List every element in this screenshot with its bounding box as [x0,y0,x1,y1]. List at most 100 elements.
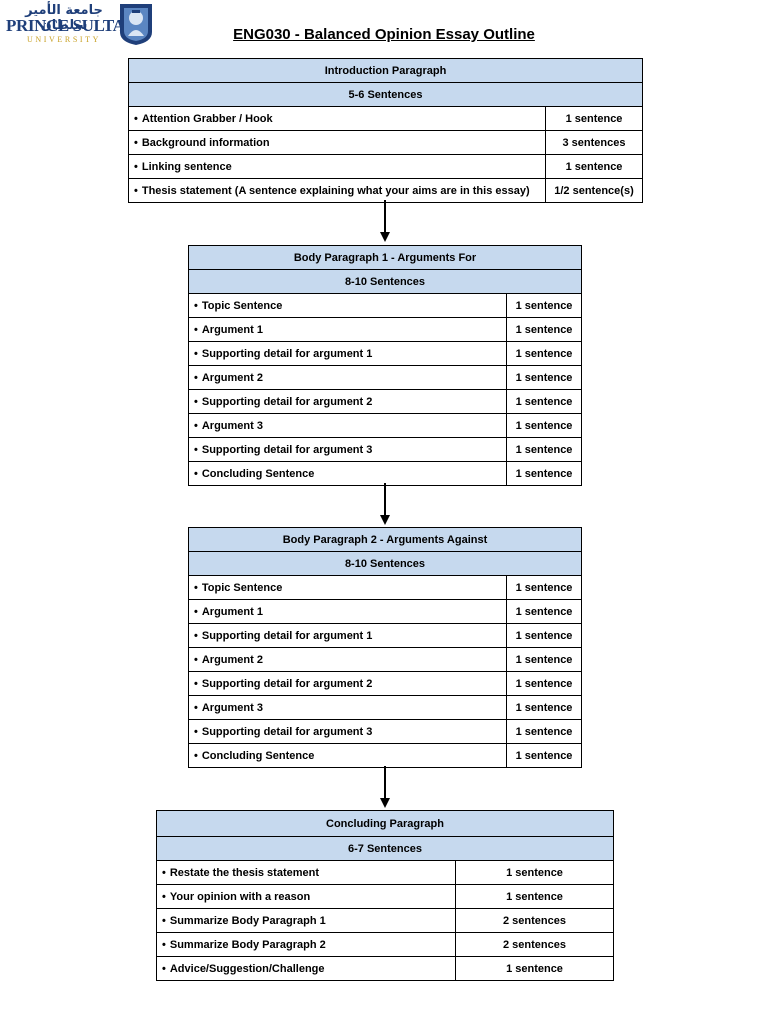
bullet-icon: • [194,725,198,738]
bullet-icon: • [194,581,198,594]
outline-row: •Supporting detail for argument 1 1 sent… [189,342,581,366]
sentence-count: 1 sentence [515,443,573,456]
section-body-paragraph-2: Body Paragraph 2 - Arguments Against 8-1… [188,527,582,768]
bullet-icon: • [194,299,198,312]
sentence-count: 1 sentence [515,371,573,384]
section-body-paragraph-1: Body Paragraph 1 - Arguments For 8-10 Se… [188,245,582,486]
bullet-icon: • [194,701,198,714]
outline-item: Summarize Body Paragraph 2 [169,938,326,951]
sentence-count: 3 sentences [562,136,626,149]
sentence-count: 1 sentence [515,419,573,432]
outline-row: •Argument 1 1 sentence [189,600,581,624]
outline-row: •Supporting detail for argument 3 1 sent… [189,720,581,744]
outline-row: •Topic Sentence 1 sentence [189,294,581,318]
bullet-icon: • [162,938,166,951]
arrow-down-icon [380,766,390,808]
section-sentence-range: 6-7 Sentences [157,837,613,861]
section-heading: Concluding Paragraph [157,811,613,837]
sentence-count: 2 sentences [503,938,566,951]
sentence-count: 1 sentence [515,299,573,312]
section-heading: Introduction Paragraph [129,59,642,83]
outline-row: •Topic Sentence 1 sentence [189,576,581,600]
outline-row: •Concluding Sentence 1 sentence [189,744,581,767]
outline-item: Argument 3 [201,701,263,714]
arrow-down-icon [380,483,390,525]
outline-item: Your opinion with a reason [169,890,311,903]
sentence-count: 1 sentence [515,467,573,480]
outline-item: Advice/Suggestion/Challenge [169,962,325,975]
section-heading: Body Paragraph 2 - Arguments Against [189,528,581,552]
outline-row: •Supporting detail for argument 2 1 sent… [189,390,581,414]
outline-row: •Supporting detail for argument 3 1 sent… [189,438,581,462]
outline-item: Summarize Body Paragraph 1 [169,914,326,927]
outline-item: Argument 1 [201,605,263,618]
section-sentence-range: 8-10 Sentences [189,552,581,576]
sentence-count: 1 sentence [515,749,573,762]
section-heading: Body Paragraph 1 - Arguments For [189,246,581,270]
bullet-icon: • [194,605,198,618]
outline-item: Argument 2 [201,653,263,666]
outline-row: •Linking sentence 1 sentence [129,155,642,179]
outline-row: •Summarize Body Paragraph 2 2 sentences [157,933,613,957]
outline-item: Argument 3 [201,419,263,432]
bullet-icon: • [194,371,198,384]
sentence-count: 1 sentence [515,581,573,594]
outline-row: •Argument 2 1 sentence [189,648,581,672]
logo-arabic-name: جامعة الأمير سلطان [25,3,103,33]
bullet-icon: • [194,677,198,690]
outline-item: Linking sentence [141,160,232,173]
sentence-count: 1 sentence [565,160,623,173]
outline-row: •Argument 2 1 sentence [189,366,581,390]
university-logo: جامعة الأمير سلطان PRINCE SULTAN UNIVERS… [4,2,154,48]
section-concluding: Concluding Paragraph 6-7 Sentences •Rest… [156,810,614,981]
bullet-icon: • [134,184,138,197]
sentence-count: 1 sentence [515,725,573,738]
outline-row: •Concluding Sentence 1 sentence [189,462,581,485]
bullet-icon: • [134,112,138,125]
outline-row: •Attention Grabber / Hook 1 sentence [129,107,642,131]
bullet-icon: • [194,749,198,762]
emblem-icon [120,4,152,45]
outline-row: •Advice/Suggestion/Challenge 1 sentence [157,957,613,980]
sentence-count: 1 sentence [515,701,573,714]
outline-item: Supporting detail for argument 3 [201,725,373,738]
outline-row: •Argument 3 1 sentence [189,696,581,720]
outline-item: Concluding Sentence [201,749,315,762]
sentence-count: 1 sentence [515,395,573,408]
outline-row: •Background information 3 sentences [129,131,642,155]
bullet-icon: • [194,419,198,432]
bullet-icon: • [194,323,198,336]
page-title: ENG030 - Balanced Opinion Essay Outline [233,26,535,43]
bullet-icon: • [194,653,198,666]
arrow-down-icon [380,200,390,242]
sentence-count: 1 sentence [515,653,573,666]
sentence-count: 1 sentence [506,890,563,903]
section-sentence-range: 5-6 Sentences [129,83,642,107]
sentence-count: 1/2 sentence(s) [554,184,634,197]
outline-row: •Argument 1 1 sentence [189,318,581,342]
outline-item: Supporting detail for argument 3 [201,443,373,456]
section-introduction: Introduction Paragraph 5-6 Sentences •At… [128,58,643,203]
bullet-icon: • [162,914,166,927]
bullet-icon: • [162,962,166,975]
outline-item: Topic Sentence [201,299,283,312]
outline-item: Argument 1 [201,323,263,336]
logo-university-word: UNIVERSITY [27,35,101,44]
outline-row: •Thesis statement (A sentence explaining… [129,179,642,202]
outline-item: Supporting detail for argument 2 [201,395,373,408]
outline-item: Topic Sentence [201,581,283,594]
outline-row: •Summarize Body Paragraph 1 2 sentences [157,909,613,933]
bullet-icon: • [162,890,166,903]
outline-row: •Supporting detail for argument 1 1 sent… [189,624,581,648]
outline-item: Attention Grabber / Hook [141,112,273,125]
logo-university-name: PRINCE SULTAN [6,16,137,35]
outline-row: •Argument 3 1 sentence [189,414,581,438]
sentence-count: 1 sentence [506,866,563,879]
outline-row: •Supporting detail for argument 2 1 sent… [189,672,581,696]
sentence-count: 2 sentences [503,914,566,927]
bullet-icon: • [194,395,198,408]
bullet-icon: • [194,347,198,360]
outline-item: Background information [141,136,270,149]
sentence-count: 1 sentence [515,605,573,618]
outline-item: Argument 2 [201,371,263,384]
